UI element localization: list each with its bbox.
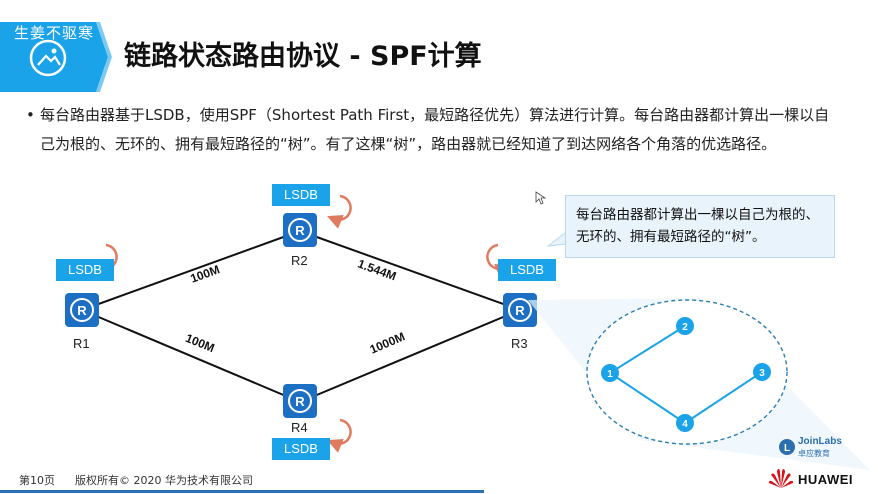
link-r2-r3 [299,230,521,311]
watermark-text: 生姜不驱寒 [14,24,95,42]
joinlabs-logo: L JoinLabs 卓应教育 [778,436,842,462]
tree-edge-1-4 [609,372,686,424]
image-icon [29,39,67,77]
tree-node-label-1: 1 [607,369,613,380]
refresh-icon-r4 [327,418,352,453]
lsdb-badge-r1: LSDB [56,259,114,281]
router-icon-r2: R [283,213,317,247]
router-icon-r3: R [503,293,537,327]
callout-tail [546,230,567,247]
copyright-text: 版权所有© 2020 华为技术有限公司 [75,474,253,487]
tree-node-4 [676,414,694,432]
svg-text:L: L [784,443,790,454]
lsdb-badge-r3: LSDB [498,259,556,281]
lsdb-badge-r4: LSDB [272,438,330,460]
link-r4-r3 [299,309,521,403]
router-label-r1: R1 [73,336,90,351]
slide-title: 链路状态路由协议 - SPF计算 [124,41,482,72]
bullet-text: 每台路由器基于LSDB，使用SPF（Shortest Path First，最短… [40,106,830,153]
title-icon-banner [0,22,112,92]
joinlabs-icon: L [779,439,795,455]
tree-ellipse [586,299,788,445]
footer-line [0,490,484,493]
huawei-brand: HUAWEI [798,472,853,487]
router-label-r3: R3 [511,336,528,351]
tree-node-1 [601,364,619,382]
page-number: 第10页 [19,474,55,487]
svg-text:R: R [295,223,305,238]
svg-text:R: R [77,303,87,318]
svg-text:R: R [295,394,305,409]
tree-node-label-3: 3 [759,368,765,379]
huawei-logo: HUAWEI [768,466,853,494]
router-label-r4: R4 [291,420,308,435]
refresh-icon-r2 [327,194,352,229]
tree-edge-4-3 [684,371,763,424]
link-r1-r4 [81,309,301,403]
tree-node-3 [753,363,771,381]
tree-node-label-4: 4 [682,419,688,430]
router-icon-r4: R [283,384,317,418]
huawei-flower-icon [768,469,794,488]
tree-node-label-2: 2 [682,322,688,333]
link-r1-r2 [81,230,301,311]
tree-node-2 [676,317,694,335]
joinlabs-name: JoinLabs [798,436,842,447]
lsdb-badge-r2: LSDB [272,184,330,206]
tree-edge-1-2 [609,325,686,374]
callout-box: 每台路由器都计算出一棵以自己为根的、无环的、拥有最短路径的“树”。 [565,195,835,258]
joinlabs-sub: 卓应教育 [798,449,830,458]
bullet-dot-icon: • [26,106,35,124]
router-label-r2: R2 [291,253,308,268]
mouse-cursor-icon [535,191,547,205]
svg-text:R: R [515,303,525,318]
router-icon-r1: R [65,293,99,327]
bullet-paragraph: • 每台路由器基于LSDB，使用SPF（Shortest Path First，… [26,101,840,159]
